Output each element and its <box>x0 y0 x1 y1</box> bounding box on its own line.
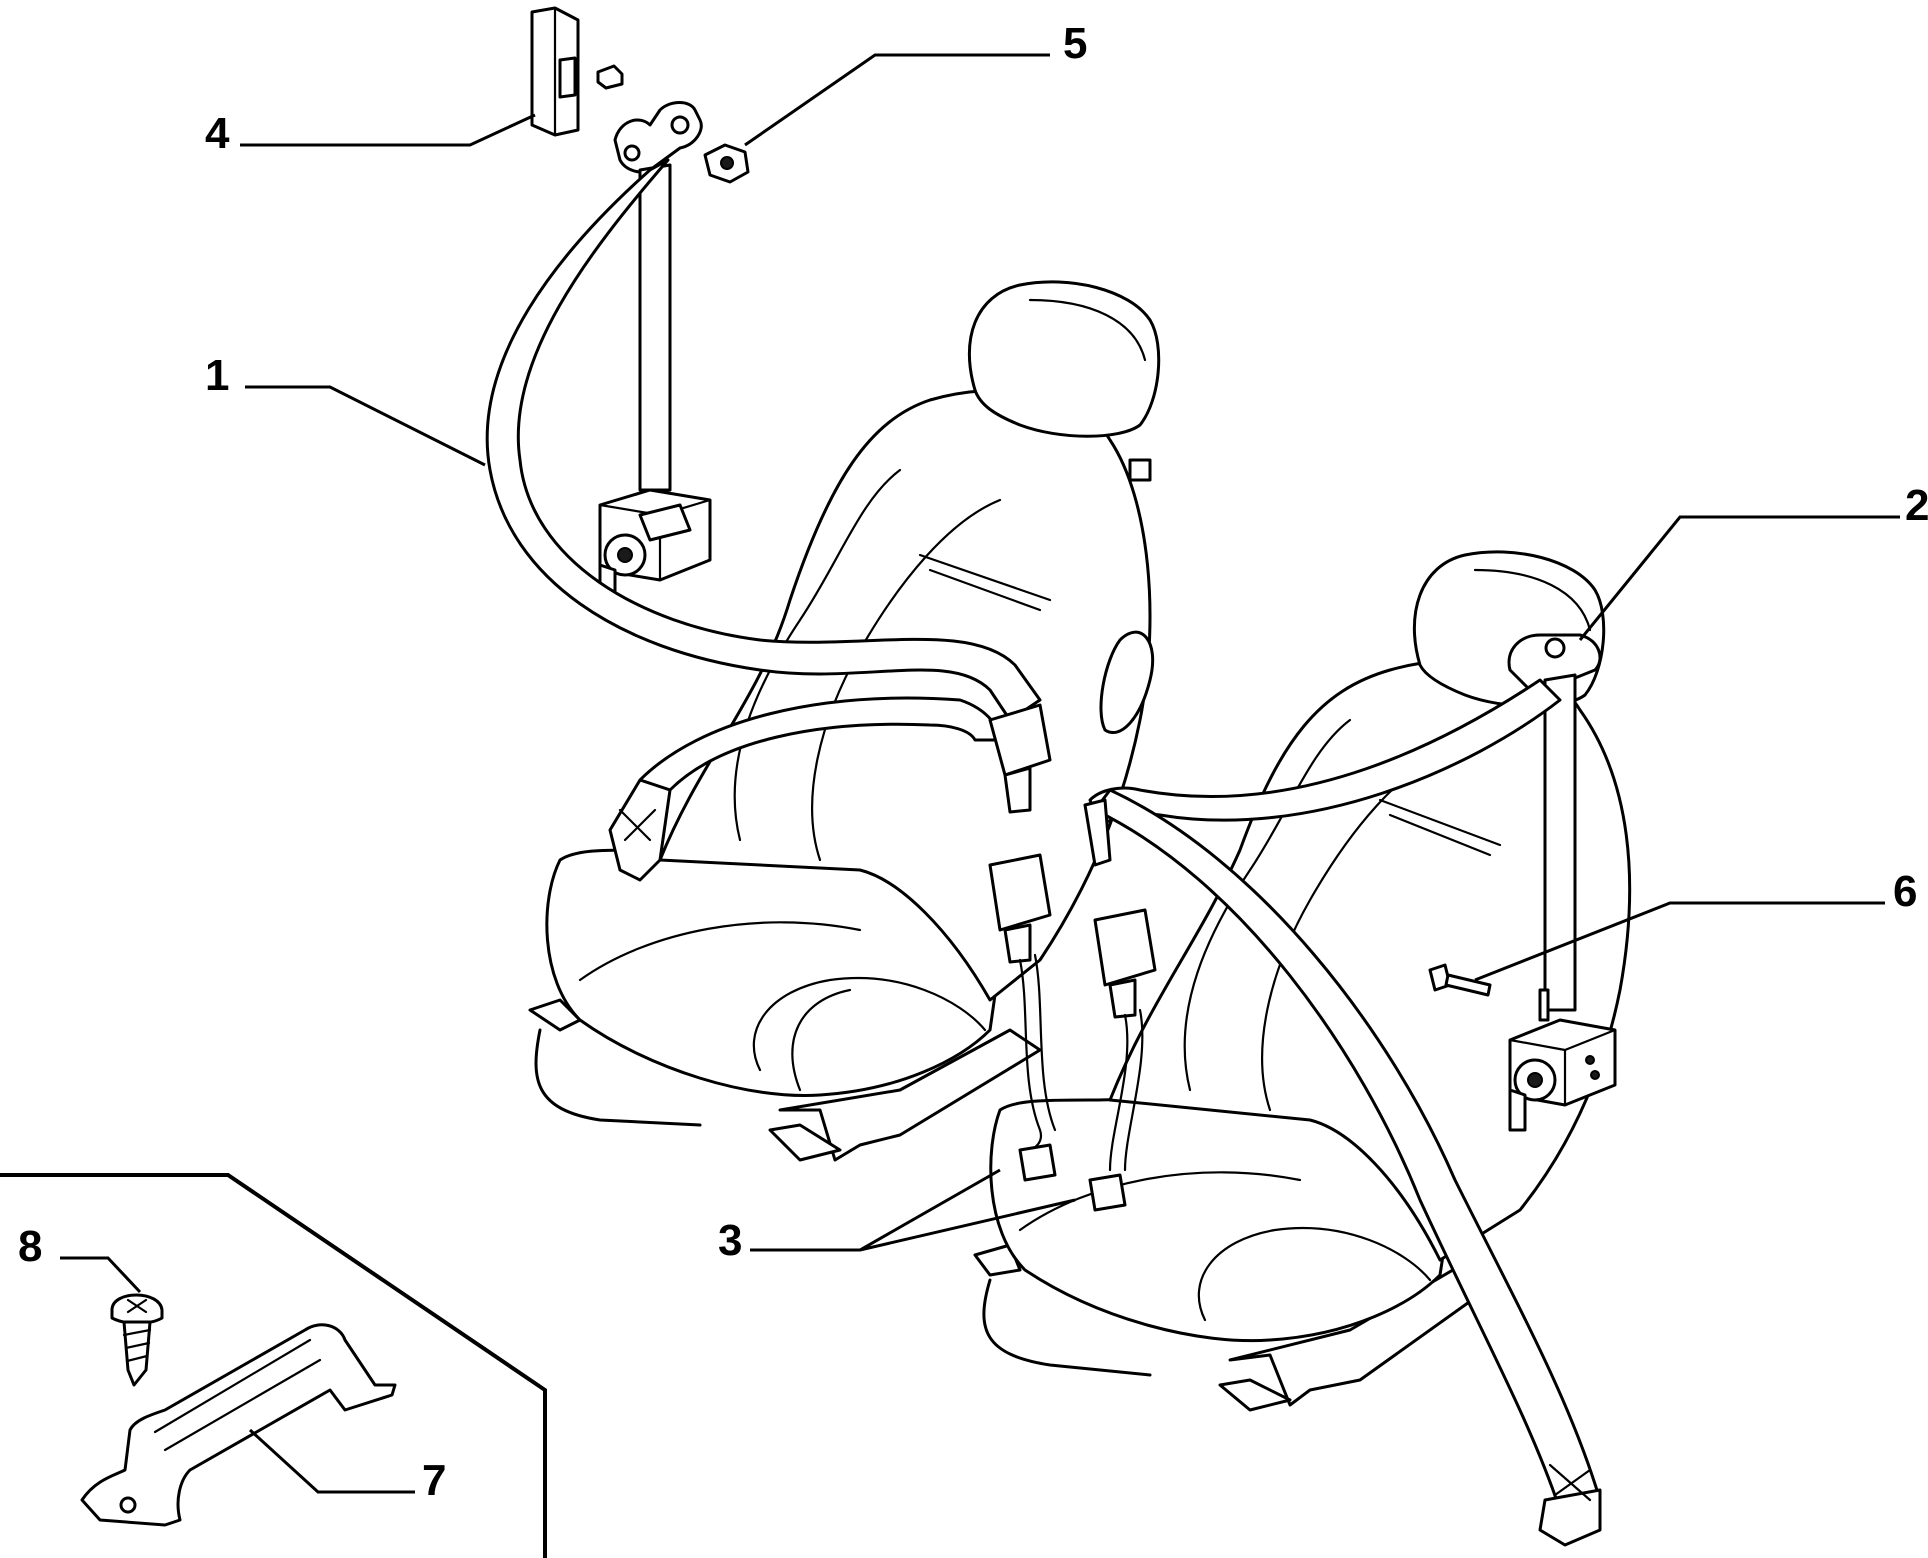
callout-6: 6 <box>1893 867 1917 916</box>
screw <box>110 1293 164 1387</box>
leader-7 <box>248 1428 415 1494</box>
callout-3: 3 <box>718 1216 742 1265</box>
right-seat <box>973 550 1632 1412</box>
callout-8: 8 <box>18 1222 42 1271</box>
anchor-bolt <box>1428 963 1492 997</box>
callout-7: 7 <box>422 1456 446 1505</box>
mounting-bracket <box>80 1323 397 1527</box>
leader-8 <box>60 1256 142 1294</box>
seat-belt-left <box>485 101 1052 882</box>
hex-nut <box>703 143 750 184</box>
leader-4 <box>240 113 536 147</box>
callout-1: 1 <box>205 351 229 400</box>
seat-belt-right <box>1083 633 1617 1547</box>
leader-3 <box>750 1168 1076 1252</box>
leader-1 <box>245 385 486 467</box>
callout-2: 2 <box>1905 481 1928 530</box>
left-seat <box>528 280 1161 1162</box>
callout-5: 5 <box>1063 19 1087 68</box>
height-adjuster <box>530 6 624 137</box>
callout-4: 4 <box>205 109 230 158</box>
inset-divider-line <box>0 1173 547 1558</box>
leader-2 <box>1578 515 1900 641</box>
leader-5 <box>744 53 1050 147</box>
leader-6 <box>1474 901 1885 982</box>
seat-belt-buckles <box>988 853 1157 1212</box>
